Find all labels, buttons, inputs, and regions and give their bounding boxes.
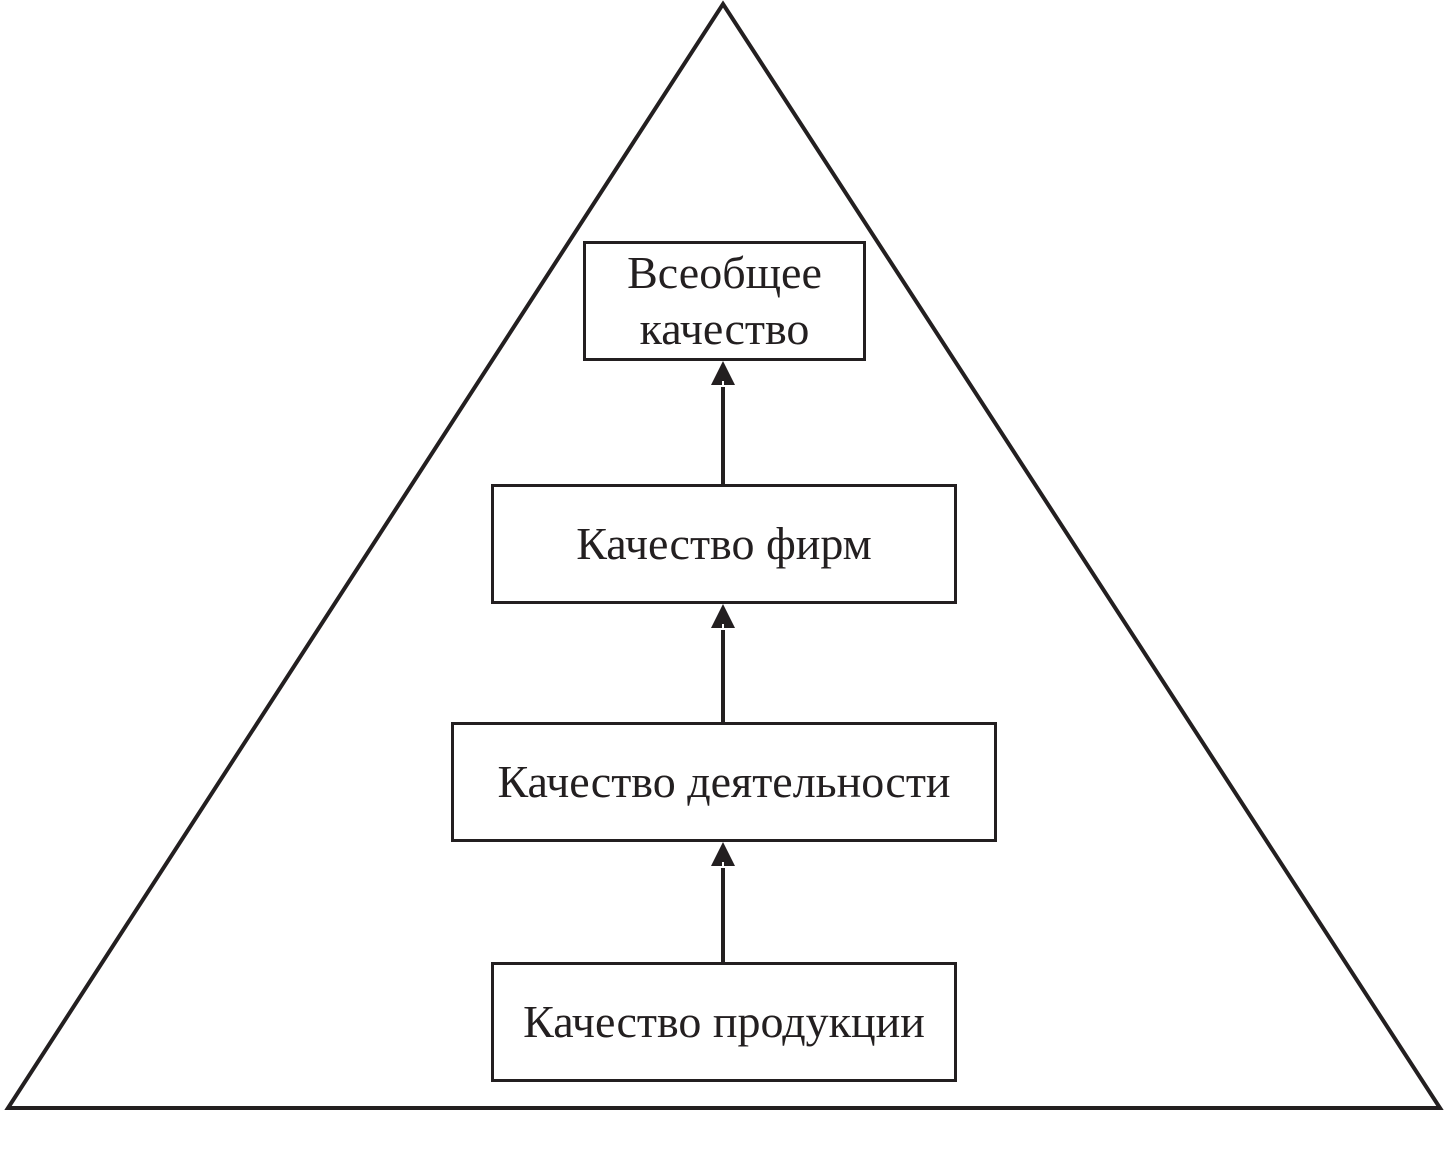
level-product-quality-box: Качество продукции (491, 962, 957, 1082)
pyramid-triangle (4, 0, 1444, 1110)
level-firms-quality-box: Качество фирм (491, 484, 957, 604)
arrowhead-activity-to-firms (711, 604, 735, 628)
arrowhead-product-to-activity (711, 842, 735, 866)
arrowhead-firms-to-total (711, 361, 735, 385)
level-total-quality-line-1: Всеобщее (627, 247, 822, 298)
level-activity-quality-box: Качество деятельности (451, 722, 997, 842)
level-total-quality-line-2: качество (639, 303, 810, 354)
level-product-quality-label: Качество продукции (523, 996, 925, 1047)
level-total-quality-box: Всеобщее качество (583, 241, 866, 361)
level-firms-quality-label: Качество фирм (576, 518, 872, 569)
level-activity-quality-label: Качество деятельности (497, 756, 951, 807)
